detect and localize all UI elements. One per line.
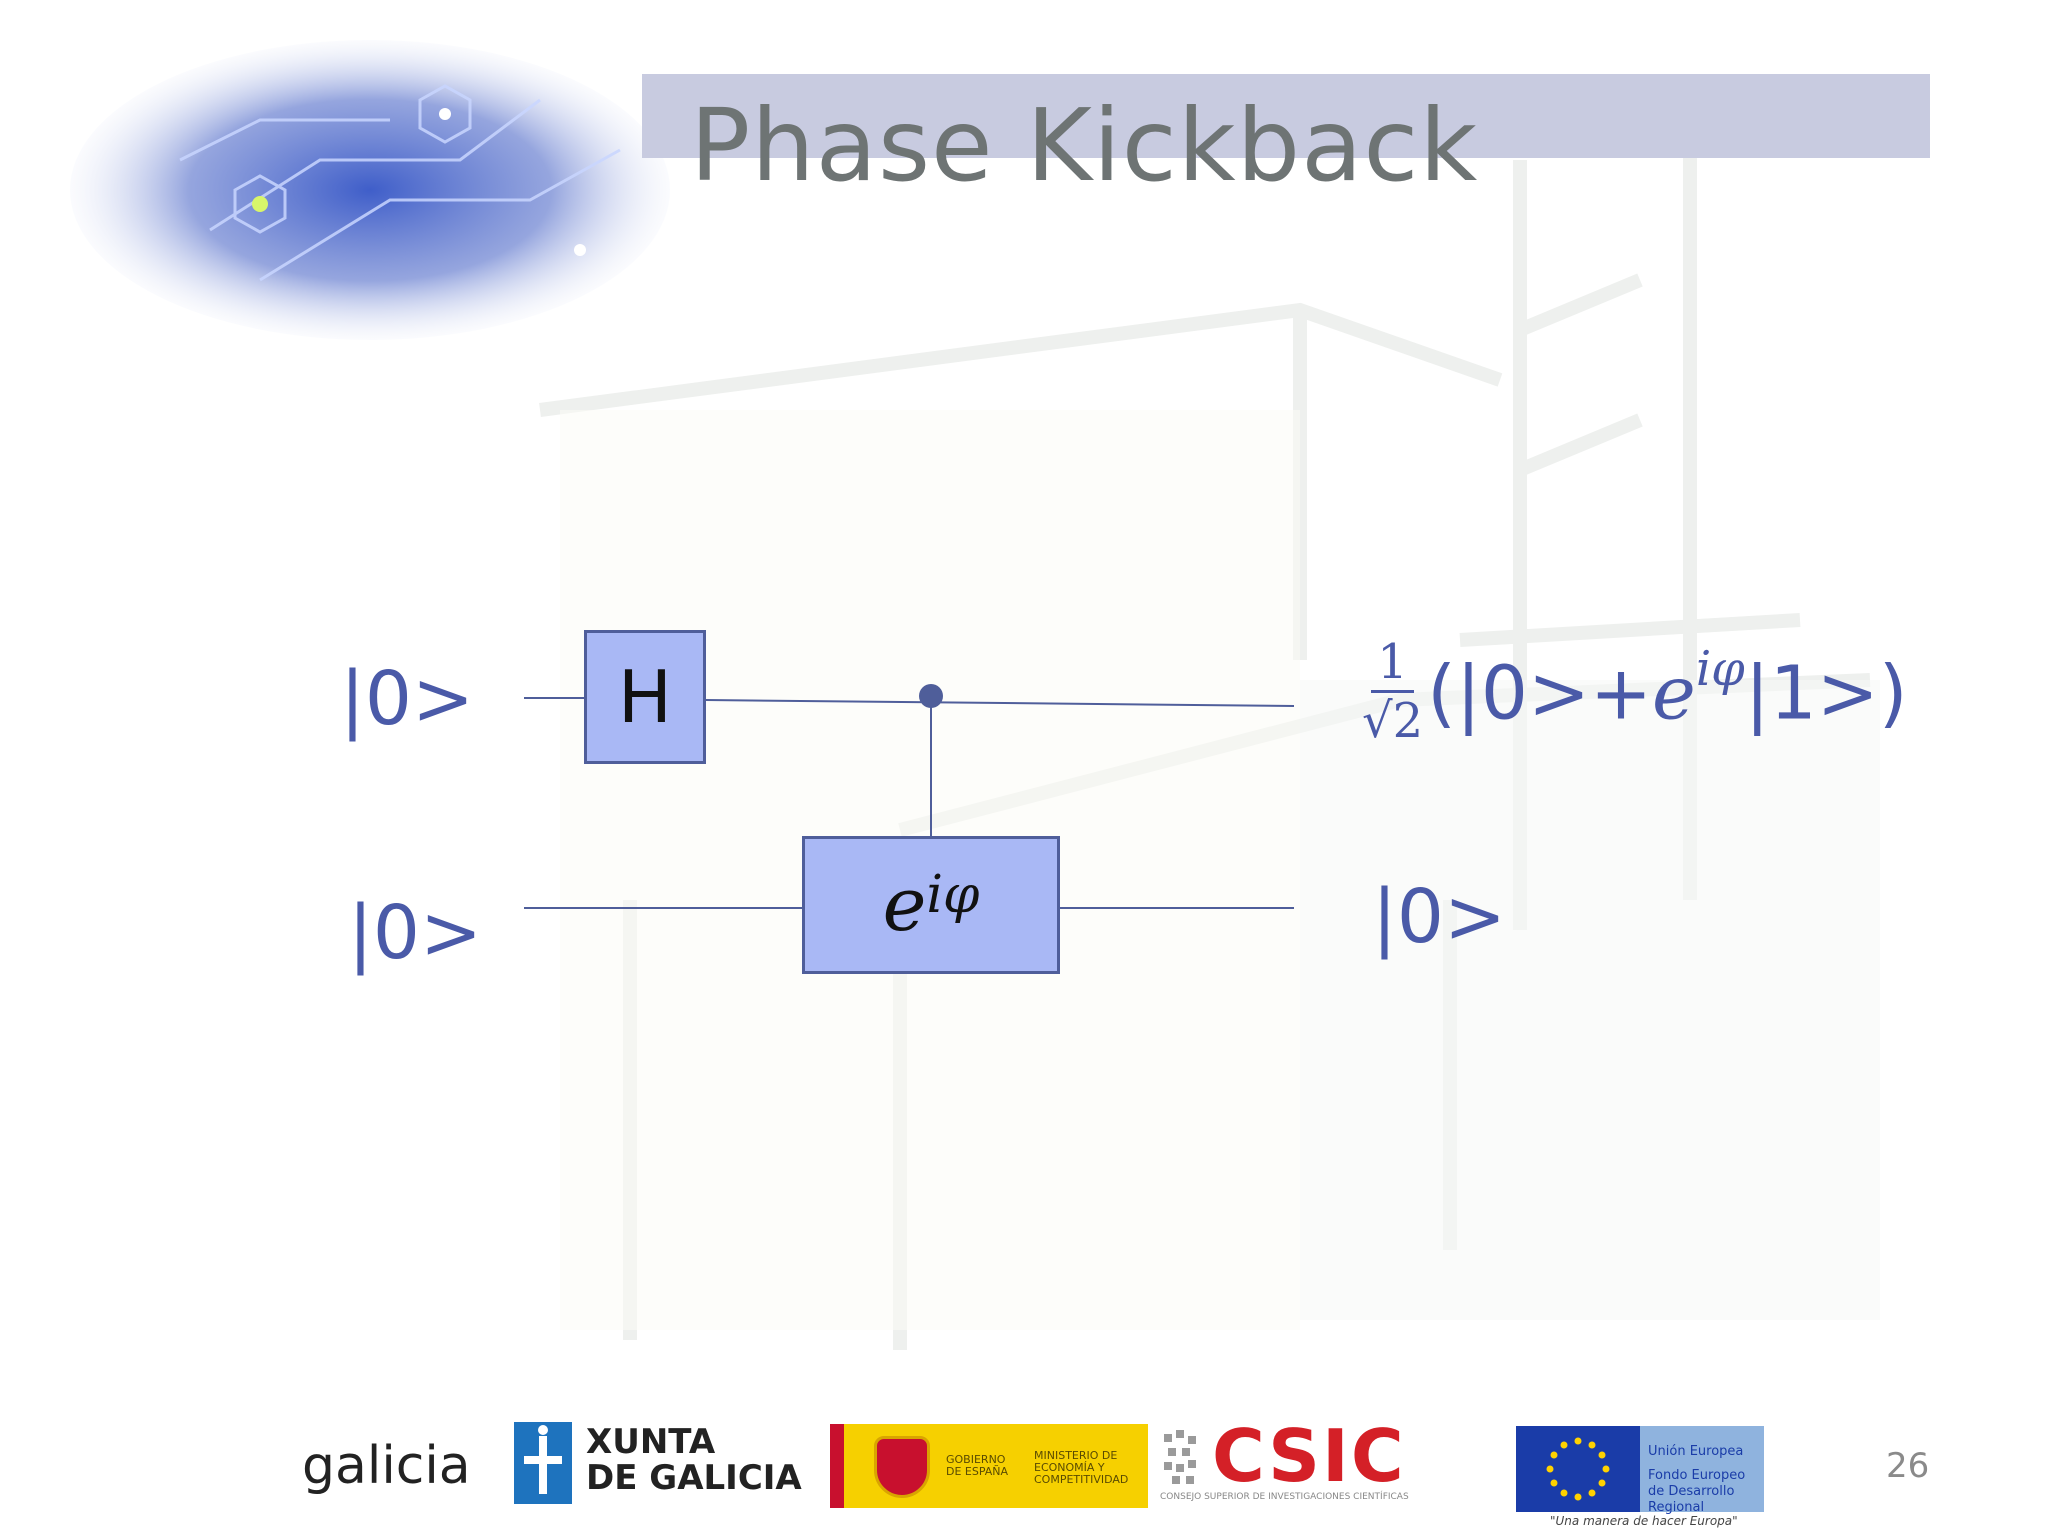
eu-tagline: "Una manera de hacer Europa" (1550, 1514, 1738, 1528)
phase-gate-base: e (882, 862, 927, 948)
title-band (642, 74, 1930, 158)
csic-subtitle: CONSEJO SUPERIOR DE INVESTIGACIONES CIEN… (1160, 1492, 1409, 1502)
output-e: e (1652, 650, 1696, 737)
output-top-state: (|0>+eiφ|1>) (1427, 645, 1908, 731)
input-ket-bottom: |0> (348, 890, 483, 976)
eu-text-panel (1640, 1426, 1764, 1512)
xunta-logo-text: XUNTA DE GALICIA (586, 1424, 802, 1496)
fraction: 1 √2 (1362, 638, 1423, 745)
wire-top-right (705, 699, 1295, 707)
spain-flag-stripe (830, 1424, 844, 1508)
hadamard-gate: H (584, 630, 706, 764)
input-ket-top: |0> (340, 656, 475, 742)
galicia-logo: galicia (302, 1436, 471, 1496)
xunta-line-2: DE GALICIA (586, 1458, 802, 1498)
output-top-expression: 1 √2 (|0>+eiφ|1>) (1362, 638, 1908, 745)
hadamard-gate-label: H (617, 655, 673, 739)
csic-logo: CSIC (1212, 1414, 1406, 1498)
eu-title: Unión Europea (1648, 1444, 1744, 1459)
control-dot (919, 684, 943, 708)
fraction-denominator: √2 (1362, 693, 1424, 749)
eu-logo: Unión Europea Fondo Europeo de Desarroll… (1516, 1426, 1764, 1515)
output-open: (|0>+ (1427, 650, 1653, 737)
ministerio-text: MINISTERIO DE ECONOMÍA Y COMPETITIVIDAD (1034, 1449, 1129, 1486)
output-ket-bottom: |0> (1372, 874, 1507, 960)
gobierno-espana-logo: GOBIERNO DE ESPAÑA MINISTERIO DE ECONOMÍ… (830, 1424, 1148, 1508)
xunta-cross-icon (524, 1425, 562, 1494)
csic-emblem-icon (1164, 1430, 1196, 1484)
output-exponent: iφ (1695, 640, 1745, 697)
output-close: |1>) (1744, 650, 1908, 737)
eu-flag (1516, 1426, 1640, 1512)
xunta-emblem (514, 1422, 572, 1504)
page-number: 26 (1886, 1446, 1930, 1486)
xunta-line-1: XUNTA (586, 1422, 716, 1462)
eu-stars-icon (1546, 1437, 1610, 1501)
gobierno-text: GOBIERNO DE ESPAÑA (946, 1453, 1009, 1478)
circuit-board-graphic (70, 40, 670, 340)
eu-fund: Fondo Europeo de Desarrollo Regional (1648, 1468, 1746, 1515)
spain-coat-of-arms-icon (874, 1436, 930, 1498)
eu-text: Unión Europea Fondo Europeo de Desarroll… (1648, 1444, 1760, 1516)
slide-title: Phase Kickback (690, 87, 1479, 204)
phase-gate-exponent: iφ (926, 865, 980, 925)
fraction-numerator: 1 (1371, 638, 1414, 693)
